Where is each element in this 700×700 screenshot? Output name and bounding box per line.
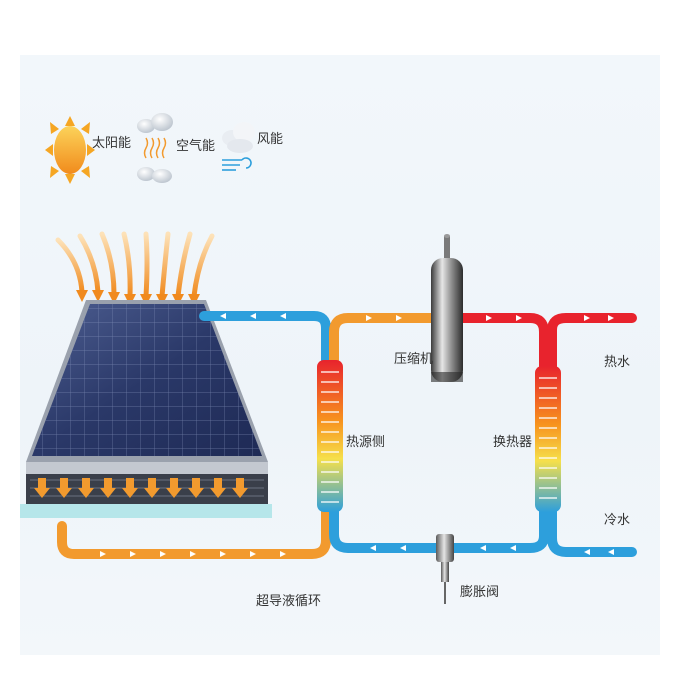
heat-absorb-arrows — [34, 478, 248, 498]
heat-exchanger-label: 换热器 — [493, 435, 532, 450]
solar-panel — [20, 300, 272, 518]
compressor — [431, 234, 463, 382]
hot-water-pipe — [547, 313, 637, 373]
refrigerant-to-compressor-pipe — [329, 313, 437, 365]
wind-icon — [222, 122, 255, 171]
compressor-label: 压缩机 — [394, 351, 433, 367]
legend-wind-label: 风能 — [257, 132, 283, 147]
expansion-valve — [436, 534, 454, 604]
cold-water-pipe — [547, 505, 637, 557]
legend-air-label: 空气能 — [176, 138, 215, 154]
refrigerant-hot-pipe — [455, 313, 549, 373]
sunlight-arrows — [55, 231, 215, 299]
loop-supply-pipe — [199, 311, 331, 365]
heat-exchanger-coil — [535, 366, 561, 512]
heat-source-coil — [317, 360, 343, 512]
legend-solar-label: 太阳能 — [92, 136, 131, 151]
loop-label: 超导液循环 — [256, 594, 321, 609]
heat-source-label: 热源侧 — [346, 435, 385, 450]
hot-water-label: 热水 — [604, 355, 630, 370]
cold-water-label: 冷水 — [604, 513, 630, 528]
flow-arrows — [100, 313, 614, 557]
sun-icon — [45, 116, 95, 184]
expansion-valve-label: 膨胀阀 — [460, 585, 499, 600]
air-icon — [137, 113, 173, 183]
